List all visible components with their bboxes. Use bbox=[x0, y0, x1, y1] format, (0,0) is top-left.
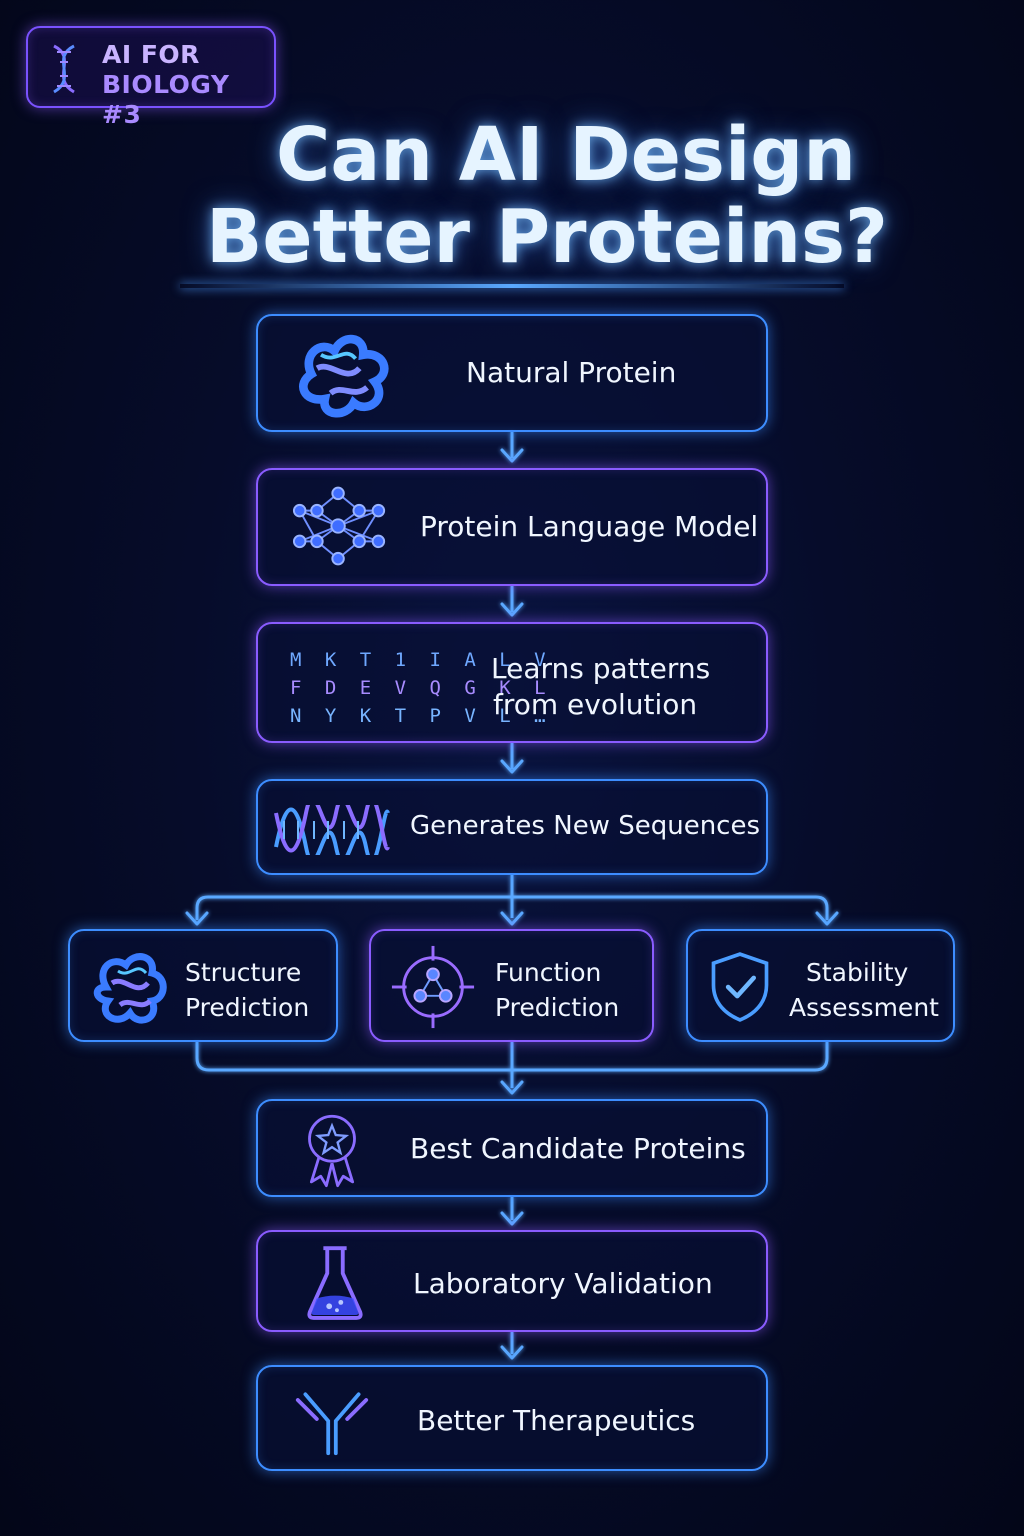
title-underline bbox=[180, 284, 844, 288]
step-label-line-1: Structure bbox=[185, 958, 302, 987]
protein-ribbon-icon bbox=[299, 334, 389, 418]
step-structure-prediction: Structure Prediction bbox=[68, 929, 338, 1042]
target-network-icon bbox=[391, 945, 475, 1029]
step-stability-assessment: Stability Assessment bbox=[686, 929, 955, 1042]
sequence-line: M K T 1 I A L V bbox=[290, 649, 552, 671]
step-natural-protein: Natural Protein bbox=[256, 314, 768, 432]
step-learns-patterns: M K T 1 I A L V F D E V Q G K L N Y K T … bbox=[256, 622, 768, 743]
badge-line-2: BIOLOGY #3 bbox=[102, 70, 230, 129]
step-label-line-1: Learns patterns bbox=[491, 652, 711, 685]
step-label-line-2: from evolution bbox=[493, 688, 698, 721]
page-title-line-2: Better Proteins? bbox=[206, 194, 888, 280]
step-label-line-2: Assessment bbox=[789, 993, 939, 1022]
shield-check-icon bbox=[711, 952, 769, 1022]
protein-structure-icon bbox=[93, 953, 167, 1024]
sequence-line: N Y K T P V L … bbox=[290, 705, 552, 727]
badge-line-1: AI FOR bbox=[102, 40, 200, 69]
page-title-line-1: Can AI Design bbox=[276, 112, 856, 198]
antibody-icon bbox=[295, 1392, 369, 1456]
step-label: Protein Language Model bbox=[420, 510, 759, 543]
step-label-line-1: Function bbox=[495, 958, 602, 987]
step-protein-language-model: Protein Language Model bbox=[256, 468, 768, 586]
step-function-prediction: Function Prediction bbox=[369, 929, 654, 1042]
step-laboratory-validation: Laboratory Validation bbox=[256, 1230, 768, 1332]
step-label: Best Candidate Proteins bbox=[410, 1132, 746, 1165]
step-label-line-1: Stability bbox=[806, 958, 909, 987]
step-label-line-2: Prediction bbox=[185, 993, 310, 1022]
step-label: Better Therapeutics bbox=[417, 1404, 696, 1437]
step-generates-sequences: Generates New Sequences bbox=[256, 779, 768, 875]
series-badge: AI FOR BIOLOGY #3 bbox=[26, 26, 276, 129]
step-best-candidates: Best Candidate Proteins bbox=[256, 1099, 768, 1197]
dna-icon bbox=[53, 44, 75, 94]
step-label: Natural Protein bbox=[466, 356, 677, 389]
step-label: Laboratory Validation bbox=[413, 1267, 713, 1300]
award-ribbon-icon bbox=[308, 1114, 356, 1188]
sequence-snippet: M K T 1 I A L V F D E V Q G K L N Y K T … bbox=[290, 646, 552, 730]
step-better-therapeutics: Better Therapeutics bbox=[256, 1365, 768, 1471]
step-label: Generates New Sequences bbox=[410, 811, 761, 841]
neural-network-icon bbox=[292, 486, 386, 566]
flask-icon bbox=[307, 1246, 363, 1320]
sequence-line: F D E V Q G K L bbox=[290, 677, 552, 699]
step-label-line-2: Prediction bbox=[495, 993, 620, 1022]
dna-helix-icon bbox=[274, 805, 390, 855]
